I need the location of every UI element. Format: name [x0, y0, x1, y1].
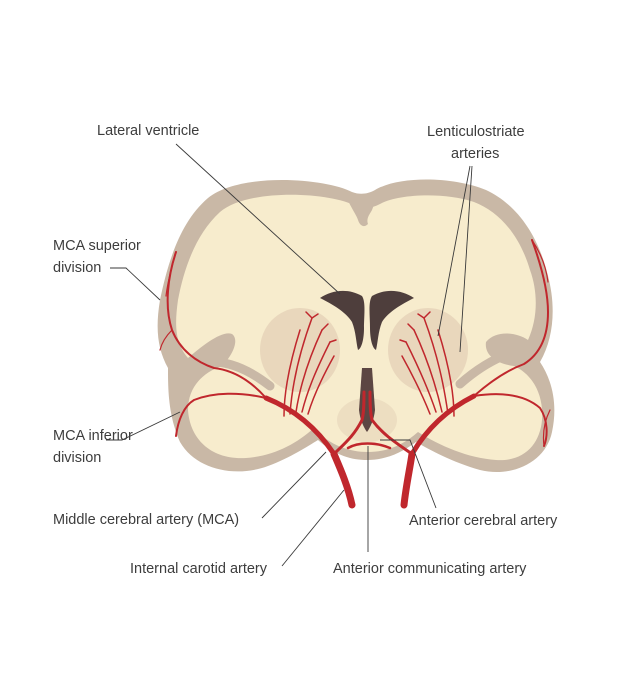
lateral-ventricle-left: [320, 290, 365, 350]
anterior-cerebral-left: [332, 390, 366, 456]
label-lenticulostriate-line1: Lenticulostriate: [427, 124, 525, 140]
labels: Lateral ventricle Lenticulostriate arter…: [53, 123, 558, 577]
label-mca-inferior-line2: division: [53, 450, 101, 466]
cortical-branch-left: [159, 251, 177, 351]
leader-middle-cerebral: [261, 451, 327, 519]
internal-carotid-left: [330, 450, 356, 509]
label-mca-inferior-line1: MCA inferior: [53, 428, 133, 444]
longitudinal-fissure: [346, 194, 378, 227]
mca-inferior-right: [473, 393, 548, 447]
label-lenticulostriate-line2: arteries: [451, 146, 499, 162]
anterior-cerebral-right: [368, 390, 414, 456]
lenticulostriate-left: [283, 311, 337, 417]
mca-superior-left: [166, 251, 267, 399]
label-middle-cerebral-artery: Middle cerebral artery (MCA): [53, 512, 239, 528]
deep-nuclei-right: [388, 308, 468, 392]
leader-lateral-ventricle: [175, 143, 341, 295]
leader-mca-superior: [110, 267, 161, 301]
mca-inferior-left: [175, 392, 267, 437]
brain-section: [157, 179, 555, 473]
middle-cerebral-left: [263, 395, 337, 457]
arteries: [159, 239, 551, 509]
label-lateral-ventricle: Lateral ventricle: [97, 123, 199, 139]
internal-carotid-right: [400, 450, 416, 509]
label-anterior-cerebral-artery: Anterior cerebral artery: [409, 513, 558, 529]
cortical-branch-right: [531, 239, 551, 447]
leader-lines: [106, 143, 473, 567]
label-mca-superior-line2: division: [53, 260, 101, 276]
leader-internal-carotid: [281, 489, 345, 567]
label-mca-superior-line1: MCA superior: [53, 238, 141, 254]
mca-superior-right: [473, 239, 549, 397]
leader-lenticulostriate-1: [437, 165, 471, 337]
lenticulostriate-right: [399, 311, 455, 417]
label-anterior-communicating-artery: Anterior communicating artery: [333, 561, 527, 577]
label-internal-carotid-artery: Internal carotid artery: [130, 561, 268, 577]
deep-nuclei-left: [260, 308, 340, 392]
leader-mca-inferior: [106, 411, 181, 441]
lateral-ventricle-right: [369, 290, 414, 350]
middle-cerebral-right: [409, 393, 477, 457]
anterior-communicating: [346, 442, 392, 450]
sylvian-fissure-left: [201, 357, 275, 391]
sylvian-fissure-right: [455, 345, 525, 389]
leader-anterior-cerebral: [380, 439, 437, 509]
leader-lenticulostriate-2: [459, 165, 473, 353]
